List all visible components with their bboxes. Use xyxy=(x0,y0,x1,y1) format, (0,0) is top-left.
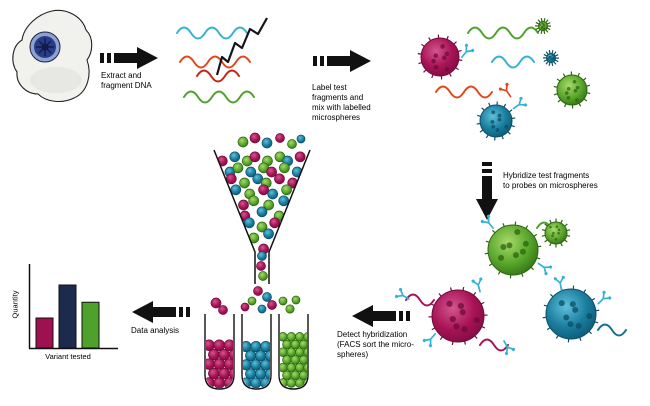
step-label-label-mix: Label test fragments and mix with labell… xyxy=(312,83,371,122)
results-chart xyxy=(28,264,118,350)
dna-strand xyxy=(467,26,539,40)
dna-strand xyxy=(435,85,493,99)
cell-nucleus xyxy=(29,31,61,63)
step-label-detect: Detect hybridization (FACS sort the micr… xyxy=(337,330,414,359)
test-tube-1 xyxy=(204,314,235,390)
microsphere xyxy=(541,218,571,248)
funnel-beads xyxy=(216,151,306,281)
cell-shading xyxy=(30,67,82,93)
probe-connector-icon xyxy=(503,340,516,356)
test-tubes xyxy=(204,314,309,390)
microsphere xyxy=(417,34,463,80)
funnel-right-wall xyxy=(268,149,311,284)
test-tube-2 xyxy=(241,314,272,390)
cell xyxy=(12,9,93,103)
dna-strand xyxy=(183,90,255,104)
dna-strand xyxy=(479,338,509,352)
microsphere xyxy=(542,50,560,66)
probe-connector-icon xyxy=(480,214,494,229)
microsphere xyxy=(428,286,488,346)
probe-connector-icon xyxy=(461,43,475,58)
mix-cluster xyxy=(417,18,591,141)
dna-strand xyxy=(196,69,240,83)
microsphere xyxy=(534,18,552,34)
microsphere xyxy=(484,221,542,279)
loose-beads xyxy=(210,132,306,315)
step-label-extract: Extract and fragment DNA xyxy=(101,71,152,90)
facs-funnel xyxy=(210,132,311,315)
arrow-label-mix-icon xyxy=(313,50,371,72)
dna-strand xyxy=(405,293,435,307)
tube-beads-1 xyxy=(243,341,270,388)
probe-connector-icon xyxy=(553,275,565,291)
hybridized-cluster xyxy=(394,214,627,356)
dna-strand xyxy=(179,55,251,69)
dna-strand xyxy=(597,323,627,337)
arrow-hybridize-icon xyxy=(476,162,498,220)
microsphere xyxy=(476,101,516,141)
bar-2 xyxy=(81,301,100,349)
arrow-extract-icon xyxy=(100,47,158,69)
chart-x-axis-label: Variant tested xyxy=(45,352,91,361)
test-tube-3 xyxy=(278,314,309,390)
microsphere xyxy=(542,285,600,343)
probe-connector-icon xyxy=(498,82,512,98)
probe-connector-icon xyxy=(471,277,483,293)
probe-connector-icon xyxy=(394,287,410,300)
dna-strand xyxy=(491,55,535,69)
arrow-detect-icon xyxy=(352,305,410,327)
step-label-hybridize: Hybridize test fragments to probes on mi… xyxy=(503,171,598,190)
microsphere xyxy=(553,71,591,109)
bar-1 xyxy=(58,284,77,349)
probe-connector-icon xyxy=(597,290,612,305)
probe-connector-icon xyxy=(422,333,436,348)
chart-bars xyxy=(35,284,100,349)
dna-fragments xyxy=(176,17,268,104)
arrow-analysis-icon xyxy=(132,301,190,323)
probe-connector-icon xyxy=(537,262,553,276)
step-label-analysis: Data analysis xyxy=(131,326,180,335)
dna-strand xyxy=(176,26,248,40)
tube-beads-2 xyxy=(280,332,307,388)
bar-0 xyxy=(35,317,54,349)
chart-y-axis-label: Quantity xyxy=(10,290,20,319)
funnel-left-wall xyxy=(213,149,256,284)
probe-connector-icon xyxy=(512,96,528,110)
